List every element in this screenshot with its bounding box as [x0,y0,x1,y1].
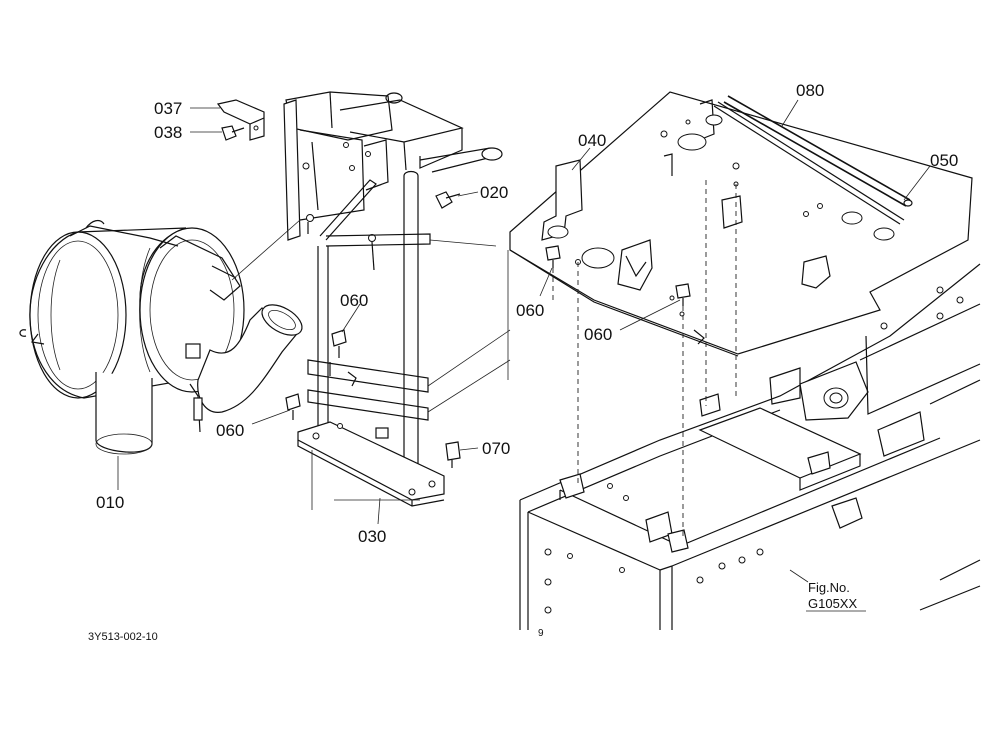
leader-lines [117,99,931,583]
air-cleaner-assembly [19,219,303,455]
bracket-037 [216,99,265,141]
label-060-plate-right: 060 [584,325,612,344]
figure-info: Fig.No. G105XX 3Y513-002-10 9 [88,580,866,643]
tractor-frame [519,263,981,630]
label-060-plate-left: 060 [516,301,544,320]
bolt-038 [221,125,245,141]
bolt-060-cleaner [285,393,301,420]
margin-mark: 9 [538,628,544,639]
label-020: 020 [480,183,508,202]
label-038: 038 [154,123,182,142]
bolt-020 [435,191,461,209]
strip-050 [713,101,905,225]
fig-label: Fig.No. [808,580,850,595]
fig-number: G105XX [808,596,857,611]
bolt-060-plate-left [545,245,561,268]
label-050: 050 [930,151,958,170]
rod-080 [723,95,913,207]
support-plate-040 [509,91,973,357]
drawing-code: 3Y513-002-10 [88,631,158,643]
label-040: 040 [578,131,606,150]
bolt-060-plate-right [675,283,691,306]
label-080: 080 [796,81,824,100]
label-070: 070 [482,439,510,458]
alignment-lines [231,180,737,540]
nut-070 [445,441,461,468]
label-060-frame: 060 [340,291,368,310]
label-030: 030 [358,527,386,546]
part-labels: 037 038 020 060 060 070 010 030 040 080 … [96,81,958,546]
bolt-060-frame [331,329,347,358]
label-060-cleaner: 060 [216,421,244,440]
label-037: 037 [154,99,182,118]
mounting-frame-assembly [283,91,503,507]
label-010: 010 [96,493,124,512]
